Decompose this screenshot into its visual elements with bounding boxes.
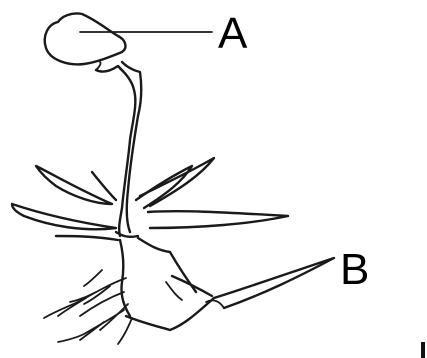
stem-base (120, 238, 214, 330)
leaves (12, 158, 288, 240)
label-b: B (340, 245, 369, 294)
seta (96, 62, 141, 236)
rhizoids (44, 270, 132, 344)
label-a: A (218, 9, 248, 58)
capsule (45, 13, 126, 70)
cropped-mark (421, 342, 425, 358)
pointer-b (206, 258, 334, 308)
